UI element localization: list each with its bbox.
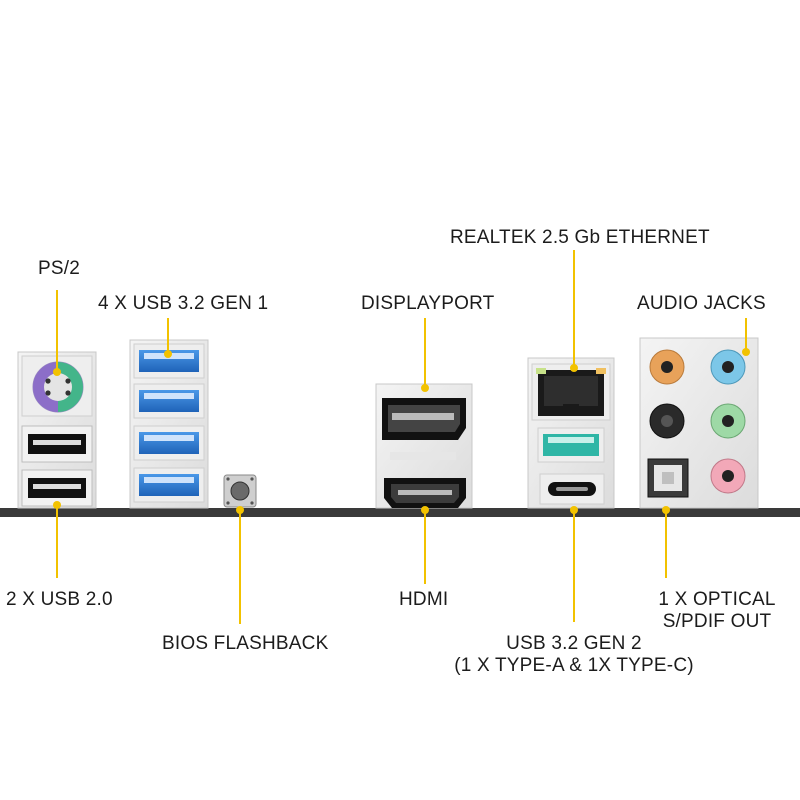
label-optical-line2: S/PDIF OUT — [662, 611, 772, 632]
label-optical-line1: 1 X OPTICAL — [658, 589, 776, 610]
ps2-usb20-stack — [17, 351, 97, 509]
label-usb20: 2 X USB 2.0 — [6, 589, 113, 610]
ethernet-port-icon — [531, 363, 611, 421]
leader-dots — [53, 348, 750, 514]
label-usb32-gen2-line2: (1 X TYPE-A & 1X TYPE-C) — [454, 655, 694, 676]
bios-flashback-button-icon — [223, 474, 257, 508]
label-bios-flashback: BIOS FLASHBACK — [162, 633, 329, 654]
optical-spdif-port-icon — [647, 458, 689, 498]
usb-type-c-icon — [539, 473, 605, 505]
hdmi-icon — [384, 478, 466, 508]
motherboard-edge — [0, 508, 800, 517]
audio-jack-orange-icon — [649, 349, 685, 385]
audio-jack-pink-icon — [710, 458, 746, 494]
label-hdmi: HDMI — [399, 589, 449, 610]
video-output-stack — [375, 383, 473, 509]
label-displayport: DISPLAYPORT — [361, 293, 495, 314]
label-usb32-gen2-line1: USB 3.2 GEN 2 — [506, 633, 642, 654]
usb-type-a-gen2-icon — [537, 427, 605, 463]
audio-stack — [639, 337, 759, 509]
audio-jack-blue-icon — [710, 349, 746, 385]
label-usb32-gen1: 4 X USB 3.2 GEN 1 — [98, 293, 269, 314]
ethernet-usb-gen2-stack — [527, 357, 615, 509]
displayport-icon — [382, 398, 466, 440]
leader-lines — [56, 250, 747, 624]
label-audio-jacks: AUDIO JACKS — [637, 293, 766, 314]
label-ps2: PS/2 — [38, 258, 80, 279]
label-ethernet: REALTEK 2.5 Gb ETHERNET — [450, 227, 710, 248]
audio-jack-black-icon — [649, 403, 685, 439]
audio-jack-green-icon — [710, 403, 746, 439]
usb32-gen1-stack — [129, 339, 209, 509]
